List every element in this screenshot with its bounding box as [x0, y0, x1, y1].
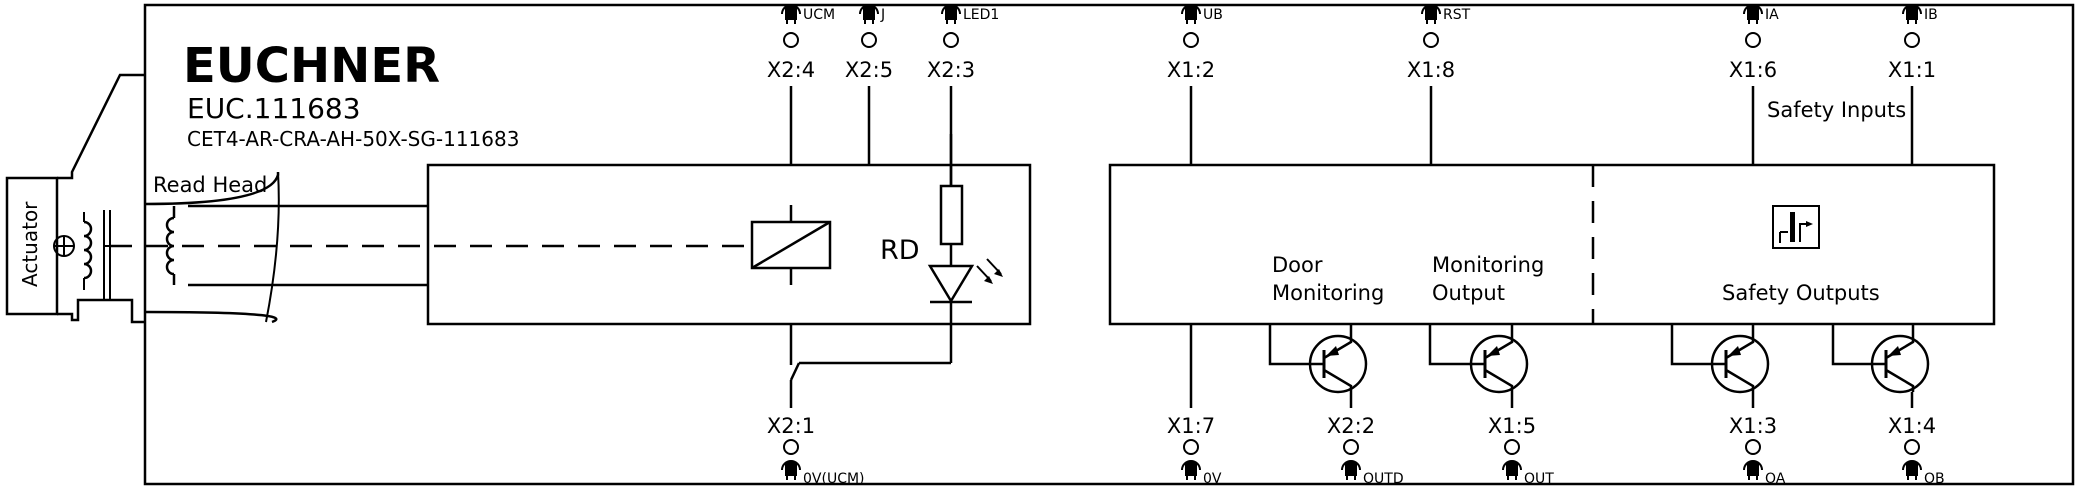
relay-label: RD [880, 235, 920, 266]
transistor-monitoring-output [1428, 324, 1529, 394]
terminal-pin: X1:3 [1729, 414, 1777, 438]
terminal-pin: X2:4 [767, 58, 815, 82]
terminal-signal: IB [1924, 7, 1938, 23]
terminal-signal: LED1 [963, 7, 999, 23]
monitoring-output-line2: Output [1432, 281, 1505, 305]
terminal-signal: OUT [1524, 471, 1554, 487]
terminal-circle [1183, 439, 1199, 455]
terminal-signal: 0V(UCM) [803, 471, 865, 487]
terminal-top-x2-4: UCM X2:4 [767, 4, 835, 165]
terminal-bottom-x1-3: X1:3OA [1729, 392, 1786, 487]
terminal-top-x2-5: J X2:5 [845, 4, 893, 165]
terminal-pin: X2:3 [927, 58, 975, 82]
terminal-circle [943, 32, 959, 48]
read-head-label: Read Head [153, 173, 267, 197]
terminal-bottom-x2-1: X2:1 0V(UCM) [767, 380, 865, 487]
terminal-circle [1504, 439, 1520, 455]
read-head: Read Head [144, 171, 428, 324]
device-enclosure [143, 3, 2075, 486]
terminal-pin: X2:5 [845, 58, 893, 82]
terminal-signal: UCM [803, 7, 835, 23]
left-function-block [426, 163, 1032, 326]
connector-icon [1502, 460, 1522, 480]
actuator: Actuator [5, 73, 145, 324]
terminal-top-x1-2: UB X1:2 [1167, 4, 1223, 165]
terminal-signal: J [880, 7, 885, 23]
transistor-safety-output-a [1670, 324, 1770, 394]
terminal-signal: OA [1765, 471, 1786, 487]
connector-icon [1421, 4, 1441, 24]
terminal-pin: X1:7 [1167, 414, 1215, 438]
terminal-circle [783, 32, 799, 48]
safety-function-symbol [1772, 205, 1820, 249]
terminal-pin: X1:1 [1888, 58, 1936, 82]
connector-icon [1902, 4, 1922, 24]
transistor-safety-output-b [1831, 324, 1930, 394]
actuator-label: Actuator [18, 201, 42, 287]
led-branch [927, 184, 1003, 304]
terminal-pin: X1:5 [1488, 414, 1536, 438]
order-number: EUC.111683 [187, 92, 361, 125]
door-monitoring-line1: Door [1272, 253, 1323, 277]
terminal-circle [861, 32, 877, 48]
connector-icon [1743, 4, 1763, 24]
safety-inputs-label: Safety Inputs [1767, 98, 1906, 122]
safety-outputs-label: Safety Outputs [1722, 281, 1880, 305]
terminal-circle [1423, 32, 1439, 48]
door-monitoring-line2: Monitoring [1272, 281, 1384, 305]
terminal-circle [783, 439, 799, 455]
terminal-signal: OB [1924, 471, 1945, 487]
terminal-signal: OUTD [1363, 471, 1404, 487]
terminal-top-x1-8: RST X1:8 [1407, 4, 1471, 165]
connector-icon [781, 4, 801, 24]
terminal-signal: RST [1443, 7, 1471, 23]
terminal-circle [1183, 32, 1199, 48]
terminal-circle [1745, 439, 1761, 455]
terminal-circle [1904, 32, 1920, 48]
terminal-pin: X2:2 [1327, 414, 1375, 438]
connector-icon [1902, 460, 1922, 480]
type-code: CET4-AR-CRA-AH-50X-SG-111683 [187, 127, 519, 151]
relay-coil [750, 205, 832, 285]
terminal-pin: X2:1 [767, 414, 815, 438]
connector-icon [941, 4, 961, 24]
terminal-signal: UB [1203, 7, 1223, 23]
connector-icon [1341, 460, 1361, 480]
transistor-door-monitoring [1268, 324, 1368, 394]
internal-wiring [789, 134, 953, 381]
terminal-signal: 0V [1203, 471, 1222, 487]
terminal-bottom-x1-4: X1:4OB [1888, 392, 1945, 487]
terminal-circle [1745, 32, 1761, 48]
connector-icon [781, 460, 801, 480]
terminal-top-x1-1: IB X1:1 [1888, 4, 1938, 165]
terminal-circle [1904, 439, 1920, 455]
terminal-pin: X1:8 [1407, 58, 1455, 82]
terminal-pin: X1:4 [1888, 414, 1936, 438]
brand-name: EUCHNER [183, 38, 440, 94]
connector-icon [1181, 4, 1201, 24]
terminals: UCMX2:4JX2:5LED1X2:3UBX1:2RSTX1:8IAX1:6I… [767, 4, 1945, 487]
transistors [1268, 324, 1930, 394]
monitoring-output-line1: Monitoring [1432, 253, 1544, 277]
terminal-signal: IA [1765, 7, 1779, 23]
terminal-pin: X1:2 [1167, 58, 1215, 82]
connector-icon [1181, 460, 1201, 480]
terminal-bottom-x1-7: X1:7 0V [1167, 324, 1222, 487]
connector-icon [1743, 460, 1763, 480]
connector-icon [859, 4, 879, 24]
terminal-top-x1-6: IA X1:6 [1729, 4, 1779, 165]
right-function-block [1108, 163, 1996, 326]
terminal-circle [1343, 439, 1359, 455]
terminal-pin: X1:6 [1729, 58, 1777, 82]
